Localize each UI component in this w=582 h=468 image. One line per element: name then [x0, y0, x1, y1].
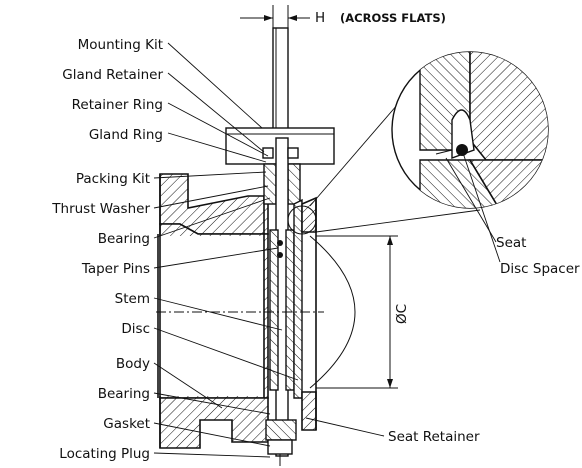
- stem-top: [272, 27, 289, 139]
- label-bearing-upper: Bearing: [98, 231, 150, 247]
- valve-body: [157, 173, 269, 449]
- h-dimension-note: (ACROSS FLATS): [340, 11, 446, 25]
- h-dimension-letter: H: [315, 10, 325, 26]
- right-labels: Seat Disc Spacer Seat Retainer: [305, 235, 580, 445]
- stem-assembly: [262, 137, 301, 466]
- label-retainer-ring: Retainer Ring: [72, 97, 163, 113]
- label-stem: Stem: [115, 291, 150, 307]
- valve-disc: [287, 89, 481, 431]
- left-labels: Mounting Kit Gland Retainer Retainer Rin…: [51, 37, 299, 462]
- label-packing-kit: Packing Kit: [76, 171, 150, 187]
- label-body: Body: [116, 356, 150, 372]
- label-gland-retainer: Gland Retainer: [62, 67, 163, 83]
- seat-detail-view: [391, 51, 549, 263]
- c-dimension: ØC: [316, 235, 410, 389]
- label-disc-spacer: Disc Spacer: [500, 261, 580, 277]
- label-taper-pins: Taper Pins: [81, 261, 150, 277]
- c-dimension-label: ØC: [394, 304, 410, 324]
- label-gland-ring: Gland Ring: [89, 127, 163, 143]
- label-seat: Seat: [496, 235, 526, 251]
- label-disc: Disc: [121, 321, 150, 337]
- label-thrust-washer: Thrust Washer: [51, 201, 150, 217]
- label-gasket: Gasket: [103, 416, 150, 432]
- h-dimension: H (ACROSS FLATS): [240, 5, 446, 30]
- label-bearing-lower: Bearing: [98, 386, 150, 402]
- label-locating-plug: Locating Plug: [59, 446, 150, 462]
- label-mounting-kit: Mounting Kit: [78, 37, 163, 53]
- label-seat-retainer: Seat Retainer: [388, 429, 480, 445]
